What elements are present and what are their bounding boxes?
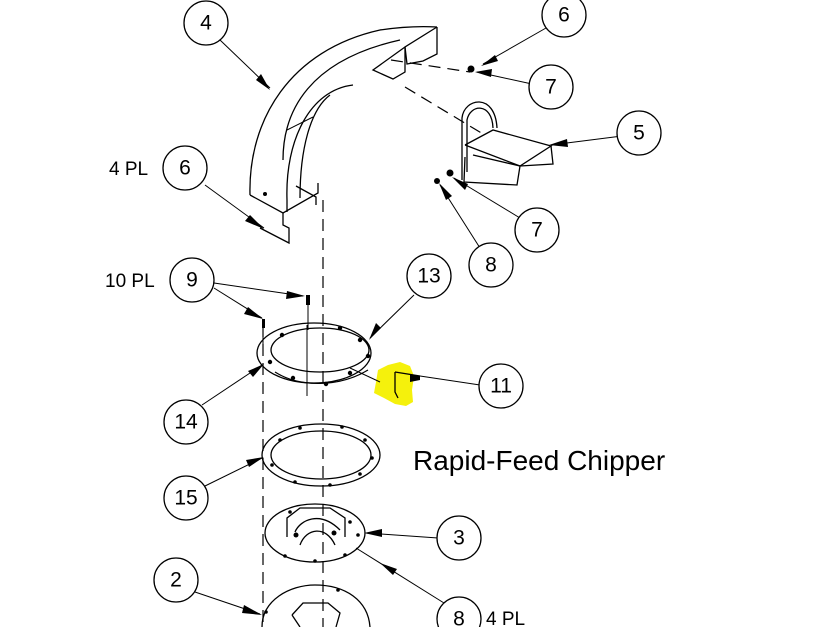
callout-7-top-label: 7 (545, 76, 557, 99)
callout-14-label: 14 (174, 411, 198, 434)
part-4-spout (249, 25, 438, 245)
callout-6-left: 6 (162, 145, 208, 191)
part-13-ring (256, 322, 372, 396)
callout-8-right: 8 (468, 242, 514, 288)
callout-8-bottom: 8 (436, 596, 482, 627)
callout-3-label: 3 (453, 527, 465, 550)
callout-6-top-label: 6 (558, 4, 570, 27)
part-2-housing (261, 584, 371, 627)
callout-4: 4 (183, 0, 229, 46)
callout-7-right: 7 (514, 207, 560, 253)
callout-7-top: 7 (528, 64, 574, 110)
note-4-pl-bottom: 4 PL (486, 609, 525, 627)
callout-15-label: 15 (174, 487, 197, 510)
callout-11: 11 (478, 363, 524, 409)
callout-14: 14 (163, 399, 209, 445)
callout-2-label: 2 (170, 569, 182, 592)
callout-8-bottom-label: 8 (453, 608, 465, 627)
callout-15: 15 (163, 475, 209, 521)
part-11-highlight (374, 362, 414, 406)
callout-5-label: 5 (633, 122, 645, 145)
callout-6-top: 6 (541, 0, 587, 38)
callout-13: 13 (406, 253, 452, 299)
callout-5: 5 (616, 110, 662, 156)
nut-8-right (434, 178, 440, 184)
callout-9-label: 9 (186, 269, 198, 292)
callout-8-right-label: 8 (485, 254, 497, 277)
centerline-upper (390, 59, 471, 73)
note-10-pl: 10 PL (105, 271, 155, 292)
callout-6-left-label: 6 (179, 157, 191, 180)
callout-2: 2 (153, 557, 199, 603)
part-9-bolts (262, 295, 310, 345)
centerline-handle (404, 86, 484, 135)
callout-9: 9 (169, 257, 215, 303)
callout-7-right-label: 7 (531, 219, 543, 242)
diagram-title: Rapid-Feed Chipper (413, 445, 665, 476)
callout-11-label: 11 (490, 375, 512, 398)
callout-4-label: 4 (200, 12, 212, 35)
washer-7-right (446, 169, 454, 177)
callout-3: 3 (436, 515, 482, 561)
callout-13-label: 13 (417, 265, 440, 288)
part-3-base-plate (264, 503, 366, 563)
note-4-pl-left: 4 PL (109, 159, 148, 180)
part-5-deflector (461, 101, 554, 186)
part-15-ring (261, 423, 381, 487)
washer-7-top (467, 65, 475, 73)
leader-lines (194, 27, 623, 615)
